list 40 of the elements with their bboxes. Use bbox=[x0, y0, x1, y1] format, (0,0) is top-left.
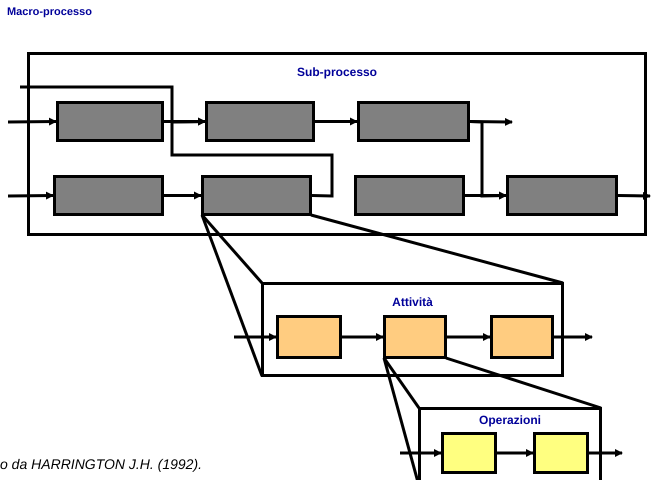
zoom-line bbox=[310, 214, 564, 284]
arrow bbox=[315, 118, 358, 126]
arrow bbox=[589, 449, 623, 457]
process-box bbox=[354, 175, 465, 216]
process-box bbox=[205, 101, 315, 142]
process-box bbox=[56, 101, 164, 142]
process-box bbox=[490, 315, 554, 359]
group-title: Operazioni bbox=[478, 413, 541, 427]
zoom-line bbox=[382, 358, 420, 480]
zoom-line bbox=[382, 357, 420, 409]
zoom-line bbox=[200, 214, 264, 284]
arrow bbox=[400, 449, 442, 457]
process-box bbox=[441, 432, 497, 474]
arrow bbox=[342, 333, 384, 341]
arrow bbox=[8, 118, 57, 126]
arrow bbox=[170, 118, 334, 198]
group-box bbox=[27, 52, 647, 236]
process-box bbox=[506, 175, 618, 216]
zoom-line bbox=[200, 214, 264, 377]
arrow bbox=[447, 333, 491, 341]
source-caption: o da HARRINGTON J.H. (1992). bbox=[0, 456, 202, 472]
group-title: Sub-processo bbox=[296, 65, 377, 79]
arrow bbox=[554, 333, 593, 341]
arrow bbox=[465, 192, 507, 200]
process-box bbox=[201, 175, 312, 216]
arrow bbox=[8, 192, 54, 200]
process-box bbox=[383, 315, 447, 359]
arrow bbox=[234, 333, 277, 341]
process-box bbox=[357, 101, 470, 142]
arrow bbox=[164, 192, 202, 200]
arrow bbox=[497, 449, 534, 457]
process-box bbox=[53, 175, 164, 216]
group-box bbox=[261, 282, 564, 377]
diagram-title: Macro-processo bbox=[7, 6, 92, 18]
arrow bbox=[618, 192, 651, 200]
zoom-line bbox=[446, 356, 602, 410]
process-box bbox=[276, 315, 342, 359]
group-box bbox=[418, 407, 602, 480]
process-box bbox=[533, 432, 589, 474]
group-title: Attività bbox=[392, 295, 433, 309]
